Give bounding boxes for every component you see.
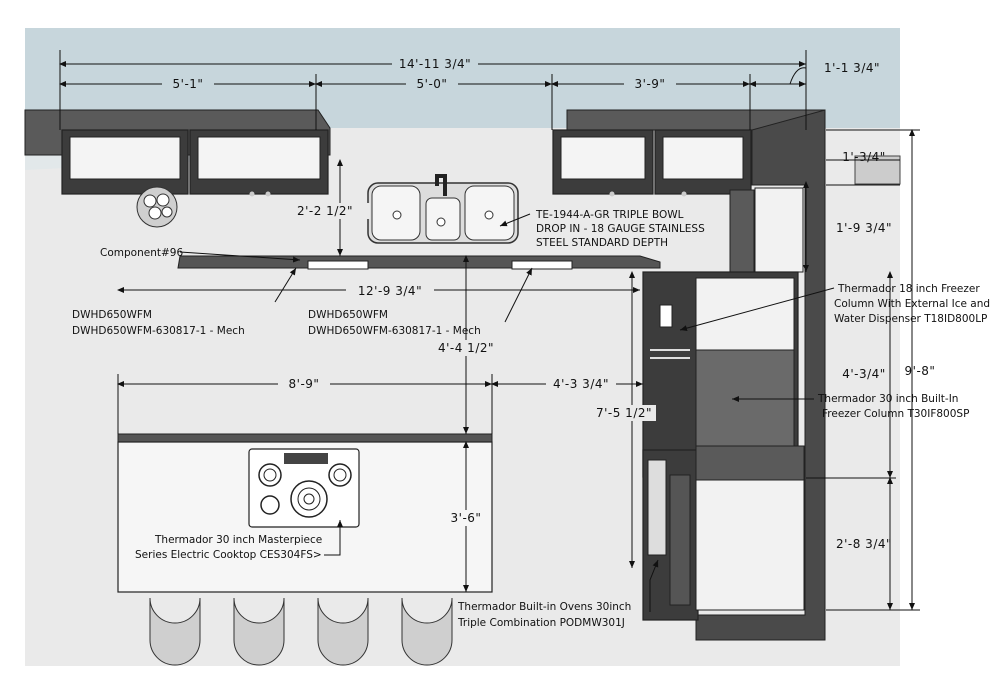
dim-oven-height: 2'-8 3/4": [836, 537, 892, 551]
leader-lines: [179, 213, 835, 612]
island: [117, 433, 493, 666]
dim-island-to-wall: 4'-3 3/4": [553, 377, 609, 391]
fruit-bowl: [136, 186, 178, 228]
ovens-label-line-1: Thermador Built-in Ovens 30inch: [457, 601, 631, 613]
dim-aisle-depth: 4'-4 1/2": [438, 341, 494, 355]
dishwasher-left-label-line-2: DWHD650WFM-630817-1 - Mech: [72, 325, 245, 337]
bar-stools: [149, 597, 453, 666]
dim-column-span: 7'-5 1/2": [596, 406, 652, 420]
upper-cabinets-left: [61, 129, 329, 197]
dim-freezer-height: 4'-3/4": [842, 367, 886, 381]
cooktop-label-line-1: Thermador 30 inch Masterpiece: [154, 534, 322, 546]
tall-column-block: [642, 109, 901, 641]
dim-sink-wall-width: 5'-0": [417, 77, 448, 91]
dim-island-width: 8'-9": [289, 377, 320, 391]
dim-counter-run: 12'-9 3/4": [358, 284, 422, 298]
freezer-30-label-line-1: Thermador 30 inch Built-In: [817, 393, 958, 405]
ovens-label-line-2: Triple Combination PODMW301J: [457, 617, 625, 629]
dim-overall-height: 9'-8": [905, 364, 936, 378]
dim-sink-to-counter: 2'-2 1/2": [297, 204, 353, 218]
dishwasher-right-label-line-2: DWHD650WFM-630817-1 - Mech: [308, 325, 481, 337]
component-label: Component#96: [100, 247, 183, 259]
countertop-run: [177, 255, 661, 270]
sink-label-line-2: DROP IN - 18 GAUGE STAINLESS: [536, 223, 705, 235]
dimension-labels: 14'-11 3/4" 5'-1" 5'-0" 3'-9" 1'-1 3/4" …: [162, 56, 935, 551]
dim-island-depth: 3'-6": [451, 511, 482, 525]
freezer-18-label-line-3: Water Dispenser T18ID800LP: [834, 313, 987, 325]
upper-cabinets-right: [552, 129, 752, 197]
triple-bowl-sink: [367, 174, 519, 244]
electric-cooktop: [248, 448, 360, 528]
dim-upper-right-side: 1'-9 3/4": [836, 221, 892, 235]
dim-tall-column-depth: 1'-3/4": [842, 150, 886, 164]
dishwasher-left-label-line-1: DWHD650WFM: [72, 309, 152, 321]
dishwasher-left: [307, 260, 369, 270]
annotation-labels: TE-1944-A-GR TRIPLE BOWL DROP IN - 18 GA…: [72, 209, 990, 629]
dim-corner-offset: 1'-1 3/4": [824, 61, 880, 75]
dim-upper-left-width: 5'-1": [173, 77, 204, 91]
sink-label-line-1: TE-1944-A-GR TRIPLE BOWL: [535, 209, 684, 221]
dishwasher-right-label-line-1: DWHD650WFM: [308, 309, 388, 321]
freezer-18-label-line-1: Thermador 18 inch Freezer: [837, 283, 980, 295]
sink-label-line-3: STEEL STANDARD DEPTH: [536, 237, 668, 249]
freezer-18-label-line-2: Column With External Ice and: [834, 298, 990, 310]
freezer-30-label-line-2: Freezer Column T30IF800SP: [822, 408, 969, 420]
dim-upper-right-width: 3'-9": [635, 77, 666, 91]
dim-overall-width: 14'-11 3/4": [399, 57, 471, 71]
dishwasher-right: [511, 260, 573, 270]
cooktop-label-line-2: Series Electric Cooktop CES304FS>: [135, 549, 322, 561]
